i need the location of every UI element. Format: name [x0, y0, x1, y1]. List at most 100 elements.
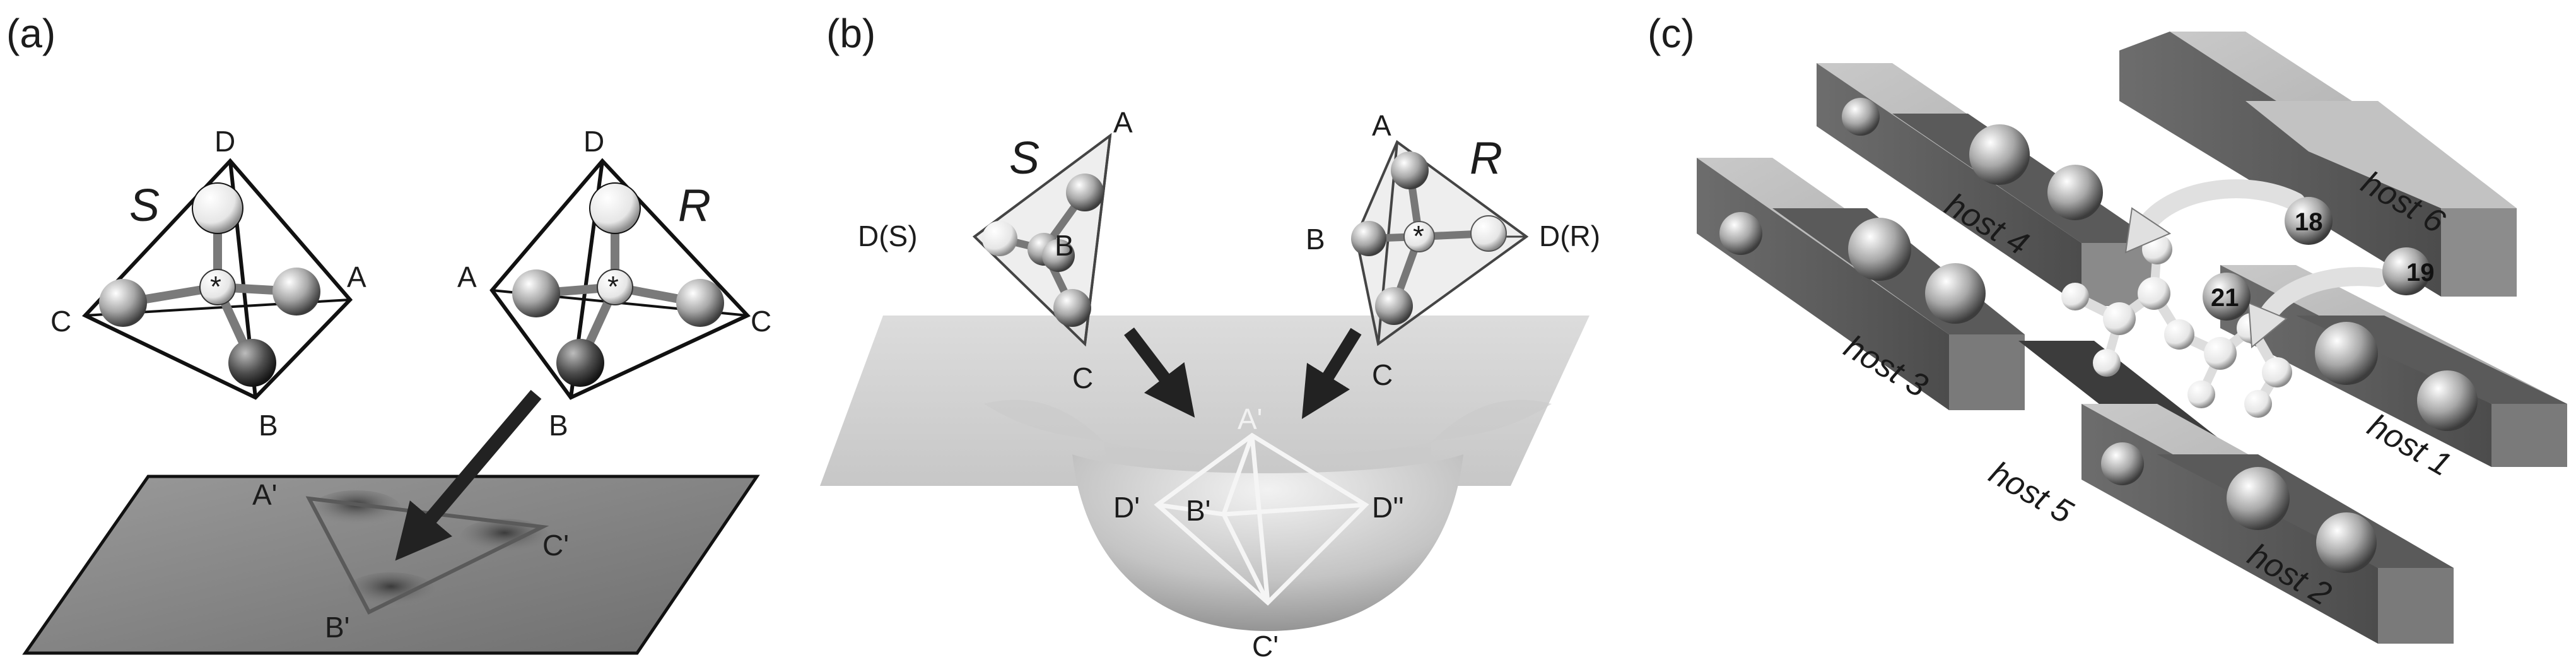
surface-dip-b: [347, 572, 435, 608]
atom-a: [512, 269, 560, 317]
curved-arrow-18: [2135, 179, 2305, 237]
stereocenter: [199, 269, 236, 305]
tetrahedron-r-small: * A B D(R) C R: [1306, 109, 1600, 391]
stereocenter: [597, 269, 633, 305]
vertex-label-dr: D(R): [1539, 220, 1600, 252]
chirality-r: R: [678, 180, 711, 231]
well-site-bottom: C': [1252, 630, 1279, 663]
arrow-r-to-well: [1301, 328, 1362, 420]
host-ball: [1848, 218, 1911, 281]
host-ball: [1842, 98, 1880, 136]
apex-label-d: D: [583, 125, 604, 158]
vertex-label-a: A: [457, 261, 477, 293]
vertex-label-b: B: [549, 409, 568, 442]
site-ball-18: [2285, 197, 2333, 245]
host-ball: [2316, 512, 2377, 573]
host-2-block: host 2: [2081, 404, 2454, 644]
tetrahedron-r: * D A C B R: [457, 125, 771, 442]
block-side: [2119, 32, 2441, 297]
host-ball: [2417, 370, 2478, 431]
vertex-label-a: A: [347, 261, 366, 293]
host-ball: [2227, 467, 2290, 530]
host-1-block: host 1: [2220, 265, 2567, 483]
panel-a-label: (a): [6, 11, 56, 56]
site-number-19: 19: [2406, 259, 2435, 286]
vertex-label-c: C: [1072, 362, 1093, 394]
block-side: [2081, 404, 2378, 644]
atom-a: [1391, 151, 1429, 189]
block-top-front: [2245, 101, 2517, 208]
curved-arrow-19-head: [2247, 302, 2288, 348]
chirality-s: S: [1009, 133, 1039, 184]
atom-d: [589, 182, 641, 234]
atom-c: [1375, 287, 1413, 325]
stereocenter-label: *: [210, 270, 221, 303]
panel-c-label: (c): [1648, 11, 1695, 56]
guest-atom: [2244, 390, 2272, 418]
atom-b: [1351, 221, 1386, 256]
surface-plate: [22, 475, 760, 655]
vertex-label-b: B: [259, 409, 278, 442]
atom-c: [1053, 289, 1091, 327]
chirality-s: S: [129, 180, 160, 231]
atom-b: [1042, 239, 1075, 272]
host-3-block: host 3: [1697, 158, 2025, 410]
curved-arrow-19: [2255, 267, 2387, 331]
surface-site-c-label: C': [542, 529, 569, 562]
block-side: [1817, 63, 2081, 306]
atom-d: [1470, 215, 1507, 252]
vertex-label-c: C: [751, 305, 771, 338]
site-number-21: 21: [2211, 284, 2239, 312]
panel-b-label: (b): [826, 11, 875, 56]
arrow-s-to-well: [1124, 327, 1195, 418]
surface-dip-a: [312, 490, 401, 526]
vertex-label-c: C: [50, 305, 71, 338]
guest-atom: [2204, 337, 2237, 370]
vertex-label-b: B: [1306, 223, 1325, 256]
block-side: [1697, 158, 1949, 410]
host-ball: [2101, 442, 2144, 485]
potential-well: [1072, 454, 1463, 631]
guest-atom: [2262, 357, 2292, 387]
block-end: [2378, 568, 2454, 644]
atom-a: [272, 268, 320, 316]
guest-atom: [2187, 381, 2215, 408]
energy-sheet: [820, 316, 1590, 486]
vertex-label-c: C: [1372, 358, 1393, 391]
atom-b: [228, 339, 276, 387]
host-ball: [1719, 212, 1762, 255]
surface-site-a-label: A': [252, 478, 277, 511]
approach-arrow: [395, 389, 542, 561]
site-number-18: 18: [2295, 208, 2323, 236]
curved-arrow-18-head: [2124, 207, 2172, 254]
site-ball-19: [2382, 247, 2430, 295]
vertex-label-a: A: [1113, 106, 1133, 139]
host-ball: [2315, 322, 2378, 385]
stereocenter-label: *: [607, 270, 619, 303]
well-site-mid: B': [1186, 494, 1210, 527]
vertex-label-a: A: [1372, 109, 1391, 142]
panel-c: (c) host 6 host 4: [1648, 11, 2567, 644]
stereocenter: [1403, 221, 1435, 252]
guest-atom: [2061, 283, 2089, 310]
well-site-top: A': [1238, 403, 1262, 435]
atom-d: [192, 182, 243, 234]
tetrahedron-s-small: A D(S) B C S: [858, 106, 1133, 394]
vertex-label-ds: D(S): [858, 220, 918, 252]
well-site-right: D'': [1372, 491, 1404, 524]
block-end: [2491, 404, 2567, 467]
site-ball-21: [2203, 273, 2251, 321]
guest-atom: [2164, 319, 2194, 350]
panel-a: (a) A' C' B' * D C A: [6, 11, 771, 655]
apex-label-d: D: [214, 125, 235, 158]
atom-c: [99, 279, 147, 327]
block-end: [2441, 208, 2517, 297]
atom-b: [556, 339, 604, 387]
host-ball: [1969, 124, 2030, 185]
host-6-block: host 6: [2119, 32, 2517, 297]
guest-atom: [2103, 302, 2136, 335]
host-ball: [2047, 165, 2103, 220]
panel-b: (b) A' D' B' D'' C': [820, 11, 1600, 663]
surface-site-b-label: B': [325, 611, 349, 644]
